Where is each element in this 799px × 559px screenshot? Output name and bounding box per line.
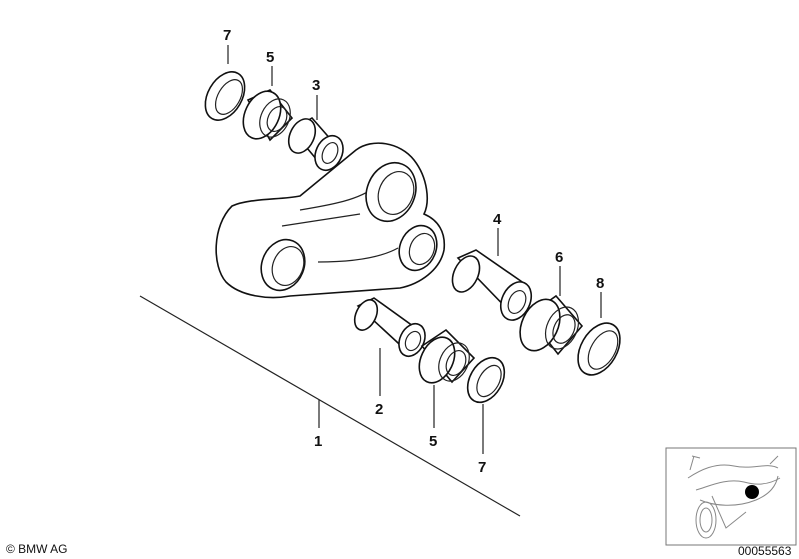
assembly-reference-line <box>139 295 521 517</box>
location-thumbnail <box>665 447 797 546</box>
needle-bearing-part-6[interactable] <box>512 293 585 357</box>
needle-bearing-top-part-5[interactable] <box>236 85 296 145</box>
motorcycle-silhouette-icon <box>687 455 781 539</box>
seal-ring-part-8[interactable] <box>569 316 628 382</box>
diagram-number: 00055563 <box>738 544 792 558</box>
copyright-text: © BMW AG <box>6 542 68 556</box>
seal-ring-bottom-part-7[interactable] <box>460 351 512 409</box>
rocker-arm-part-1[interactable] <box>215 142 446 299</box>
seal-ring-top-part-7[interactable] <box>197 65 252 127</box>
callout-5-top: 5 <box>266 49 274 66</box>
callout-7-bottom: 7 <box>478 459 486 476</box>
bushing-sleeve-part-4[interactable] <box>447 249 537 325</box>
callout-8: 8 <box>596 275 604 292</box>
callout-7-top: 7 <box>223 27 231 44</box>
callout-4: 4 <box>493 211 502 228</box>
callout-3: 3 <box>312 77 320 94</box>
bushing-sleeve-part-2[interactable] <box>350 296 430 360</box>
callout-6: 6 <box>555 249 563 266</box>
location-marker <box>745 485 759 499</box>
needle-bearing-bottom-part-5[interactable] <box>412 328 476 389</box>
callout-2: 2 <box>375 401 383 418</box>
callout-1: 1 <box>314 433 322 450</box>
bushing-sleeve-part-3[interactable] <box>284 115 349 175</box>
callout-5-bottom: 5 <box>429 433 437 450</box>
leader-lines <box>227 45 602 454</box>
